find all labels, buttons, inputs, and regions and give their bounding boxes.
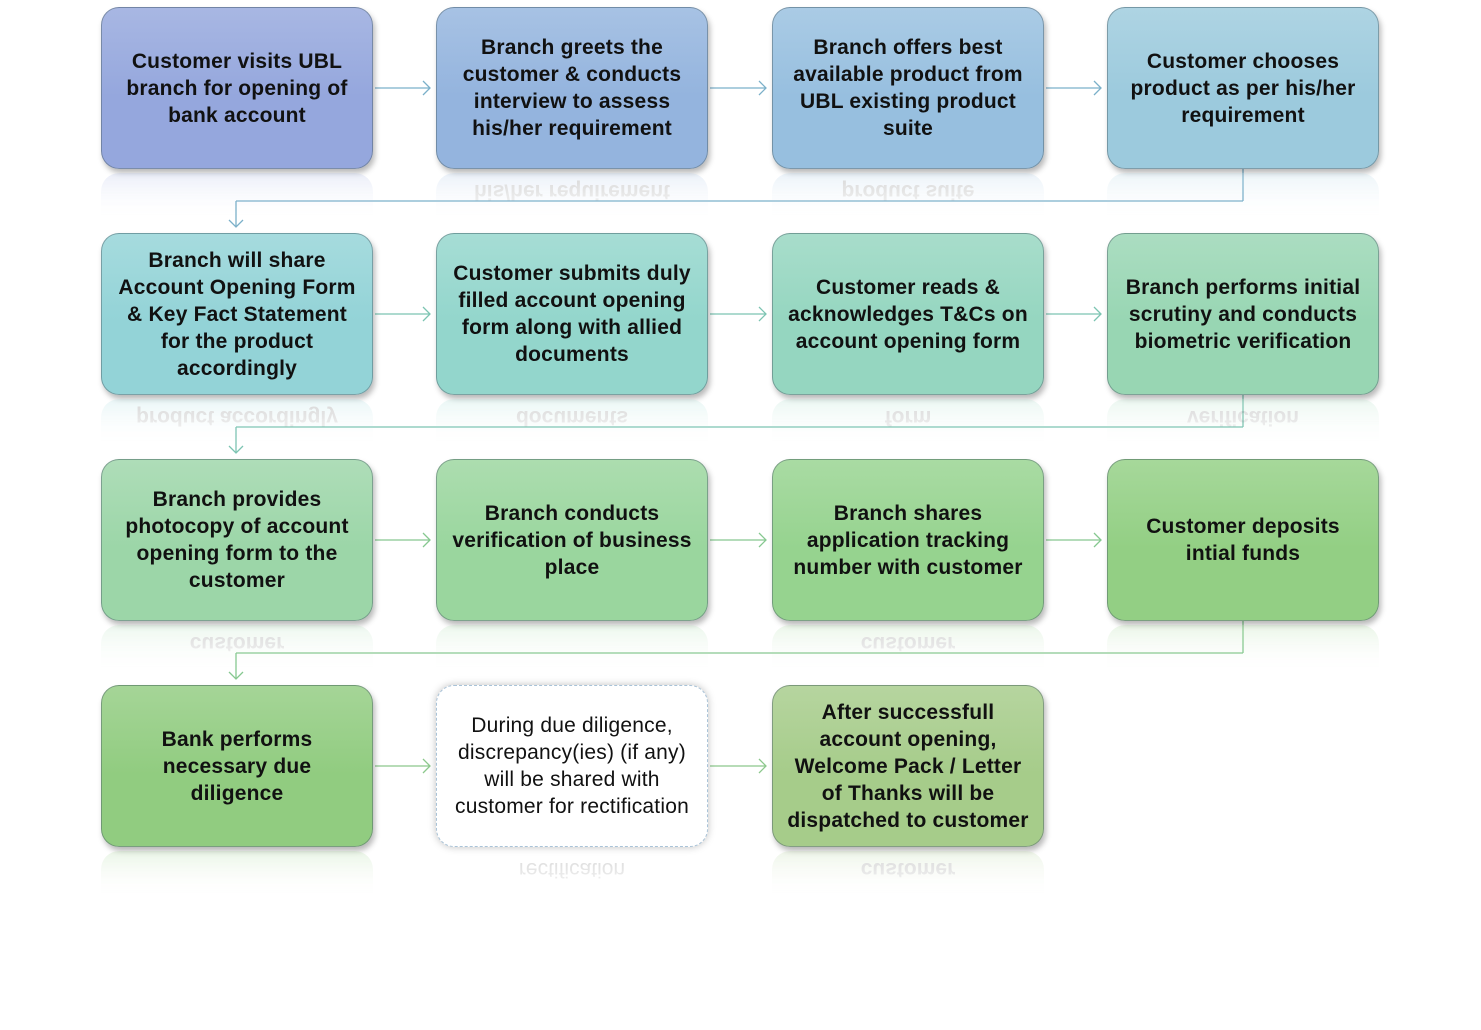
step-box-1: Customer visits UBL branch for opening o… xyxy=(101,7,373,169)
step-reflection-12 xyxy=(1107,625,1379,673)
step-reflection-15: customer xyxy=(772,851,1044,899)
arrow-head-3 xyxy=(1093,80,1102,96)
step-reflection-3: product suite xyxy=(772,173,1044,221)
step-box-13: Bank performs necessary due diligence xyxy=(101,685,373,847)
step-label-14: During due diligence, discrepancy(ies) (… xyxy=(455,714,689,818)
step-box-11: Branch shares application tracking numbe… xyxy=(772,459,1044,621)
wrap-arrow-head-2 xyxy=(228,445,244,454)
step-box-6: Customer submits duly filled account ope… xyxy=(436,233,708,395)
step-reflection-2: his/her requirement xyxy=(436,173,708,221)
step-reflection-7: form xyxy=(772,399,1044,447)
step-box-5: Branch will share Account Opening Form &… xyxy=(101,233,373,395)
step-box-4: Customer chooses product as per his/her … xyxy=(1107,7,1379,169)
step-reflection-9: customer xyxy=(101,625,373,673)
step-label-11: Branch shares application tracking numbe… xyxy=(793,501,1023,579)
step-reflection-text-3: product suite xyxy=(841,180,975,203)
step-label-7: Customer reads & acknowledges T&Cs on ac… xyxy=(788,275,1028,353)
arrow-head-13 xyxy=(422,758,431,774)
step-reflection-text-14: rectification xyxy=(518,858,626,881)
step-label-1: Customer visits UBL branch for opening o… xyxy=(126,49,348,127)
step-reflection-8: verification xyxy=(1107,399,1379,447)
step-reflection-text-15: customer xyxy=(860,858,956,881)
step-label-5: Branch will share Account Opening Form &… xyxy=(118,248,356,380)
step-box-2: Branch greets the customer & conducts in… xyxy=(436,7,708,169)
step-reflection-text-7: form xyxy=(884,406,932,429)
step-reflection-text-9: customer xyxy=(189,632,285,655)
arrow-head-10 xyxy=(758,532,767,548)
step-label-4: Customer chooses product as per his/her … xyxy=(1130,49,1356,127)
step-box-10: Branch conducts verification of business… xyxy=(436,459,708,621)
step-label-6: Customer submits duly filled account ope… xyxy=(453,262,691,366)
step-reflection-text-11: customer xyxy=(860,632,956,655)
step-label-15: After successfull account opening, Welco… xyxy=(787,700,1029,832)
step-reflection-1 xyxy=(101,173,373,221)
step-reflection-6: documents xyxy=(436,399,708,447)
step-reflection-5: product accordingly xyxy=(101,399,373,447)
step-box-8: Branch performs initial scrutiny and con… xyxy=(1107,233,1379,395)
arrow-head-6 xyxy=(758,306,767,322)
step-reflection-text-8: verification xyxy=(1186,406,1300,429)
arrow-head-9 xyxy=(422,532,431,548)
arrow-head-14 xyxy=(758,758,767,774)
step-box-3: Branch offers best available product fro… xyxy=(772,7,1044,169)
step-box-9: Branch provides photocopy of account ope… xyxy=(101,459,373,621)
step-reflection-text-5: product accordingly xyxy=(136,406,338,429)
step-box-7: Customer reads & acknowledges T&Cs on ac… xyxy=(772,233,1044,395)
step-reflection-10 xyxy=(436,625,708,673)
step-label-10: Branch conducts verification of business… xyxy=(452,501,692,579)
arrow-head-1 xyxy=(422,80,431,96)
arrow-head-5 xyxy=(422,306,431,322)
step-box-15: After successfull account opening, Welco… xyxy=(772,685,1044,847)
step-reflection-4 xyxy=(1107,173,1379,221)
step-label-9: Branch provides photocopy of account ope… xyxy=(125,488,349,592)
step-label-12: Customer deposits intial funds xyxy=(1146,515,1340,565)
step-reflection-11: customer xyxy=(772,625,1044,673)
step-box-14: During due diligence, discrepancy(ies) (… xyxy=(436,685,708,847)
step-label-3: Branch offers best available product fro… xyxy=(793,36,1023,140)
step-reflection-text-2: his/her requirement xyxy=(473,180,671,203)
step-box-12: Customer deposits intial funds xyxy=(1107,459,1379,621)
step-reflection-13 xyxy=(101,851,373,899)
arrow-head-11 xyxy=(1093,532,1102,548)
wrap-arrow-head-3 xyxy=(228,671,244,680)
arrow-head-2 xyxy=(758,80,767,96)
step-label-2: Branch greets the customer & conducts in… xyxy=(462,36,682,140)
step-label-8: Branch performs initial scrutiny and con… xyxy=(1125,275,1361,353)
step-reflection-text-6: documents xyxy=(515,406,628,429)
step-reflection-14: rectification xyxy=(436,851,708,899)
arrow-head-7 xyxy=(1093,306,1102,322)
wrap-arrow-head-1 xyxy=(228,219,244,228)
step-label-13: Bank performs necessary due diligence xyxy=(161,727,313,805)
